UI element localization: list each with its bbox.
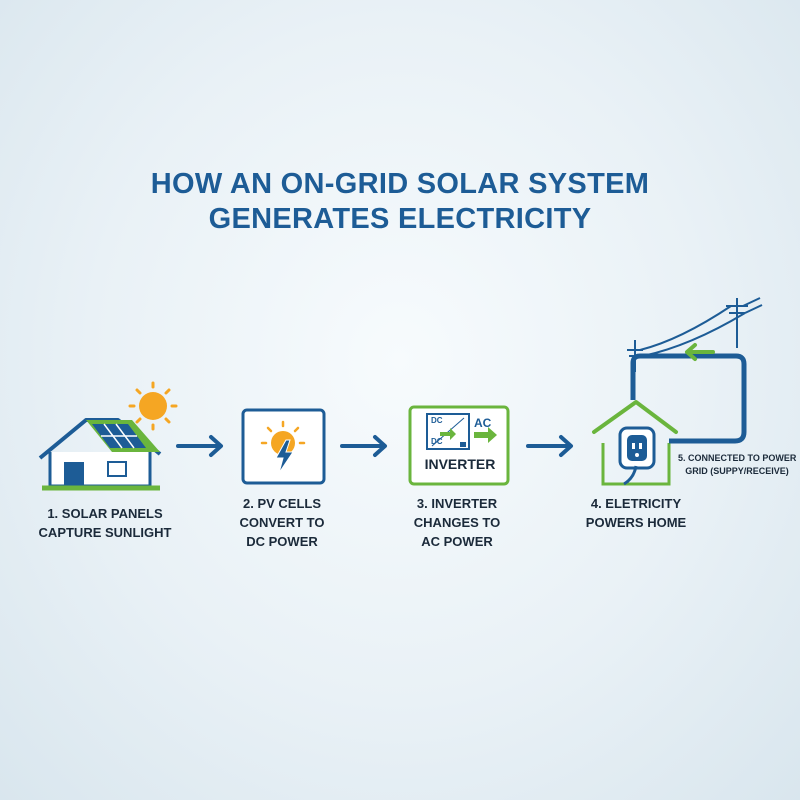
power-grid-icon (627, 297, 763, 444)
inverter-dc-top-label: DC (431, 416, 443, 425)
step-1-line1: 1. SOLAR PANELS (47, 506, 163, 521)
inverter-dc-bottom-label: DC (431, 437, 443, 446)
step-4-line1: 4. ELETRICITY (590, 496, 682, 511)
step-2-line2: CONVERT TO (239, 515, 325, 530)
sun-bolt-icon (241, 408, 326, 485)
step-3-line2: CHANGES TO (413, 515, 501, 530)
step-2-label: 2. PV CELLS CONVERT TO DC POWER (222, 494, 342, 551)
step-2-line1: 2. PV CELLS (242, 496, 322, 511)
inverter-icon (408, 405, 510, 486)
home-outlet-icon (592, 400, 678, 486)
inverter-box-label: INVERTER (424, 456, 496, 472)
step-3-label: 3. INVERTER CHANGES TO AC POWER (397, 494, 517, 551)
flow-arrow-1 (176, 435, 223, 457)
step-5-line2: GRID (SUPPY/RECEIVE) (685, 466, 789, 476)
house-solar-icon (38, 381, 178, 491)
flow-arrow-3 (526, 435, 573, 457)
step-2-line3: DC POWER (246, 534, 318, 549)
step-4-label: 4. ELETRICITY POWERS HOME (576, 494, 696, 532)
step-3-line3: AC POWER (421, 534, 493, 549)
step-4-line2: POWERS HOME (585, 515, 687, 530)
diagram-title-line1: HOW AN ON-GRID SOLAR SYSTEM (150, 168, 650, 200)
step-1-line2: CAPTURE SUNLIGHT (38, 525, 172, 540)
inverter-ac-label: AC (474, 416, 492, 430)
step-5-line1: 5. CONNECTED TO POWER (678, 453, 797, 463)
sun-icon (128, 381, 178, 431)
diagram-title-line2: GENERATES ELECTRICITY (208, 203, 592, 235)
flow-arrow-2 (340, 435, 387, 457)
step-1-label: 1. SOLAR PANELS CAPTURE SUNLIGHT (35, 504, 175, 542)
step-5-label: 5. CONNECTED TO POWER GRID (SUPPY/RECEIV… (678, 452, 796, 478)
solar-panel-icon (92, 423, 146, 449)
step-3-line1: 3. INVERTER (416, 496, 498, 511)
